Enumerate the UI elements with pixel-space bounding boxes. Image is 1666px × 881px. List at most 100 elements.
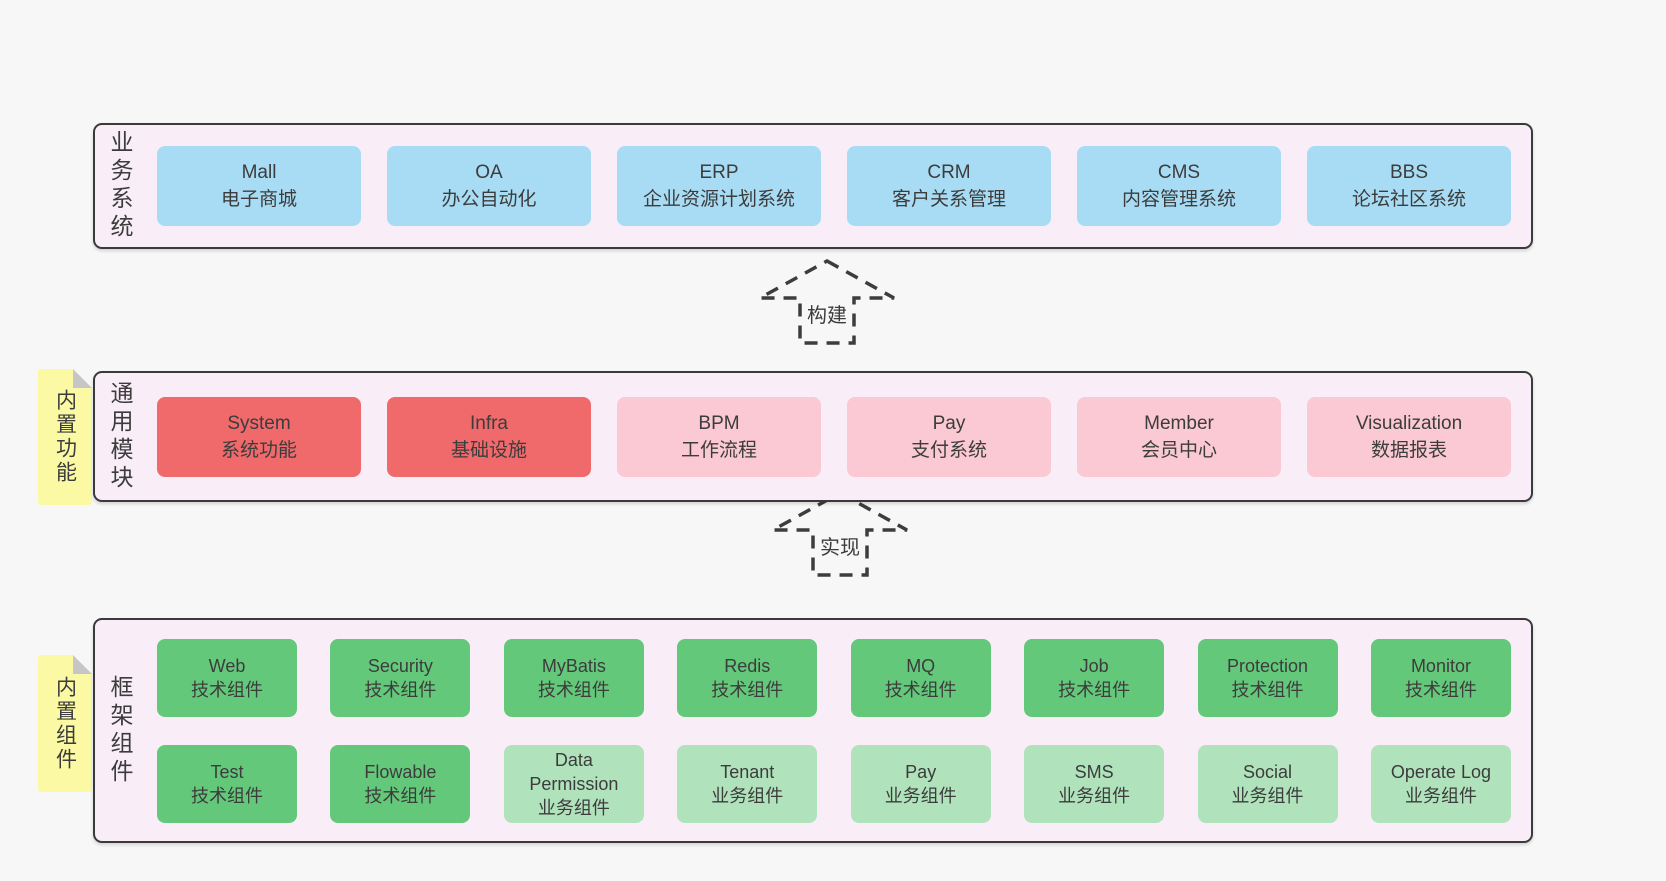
box-operate-log: Operate Log 业务组件 <box>1370 744 1511 823</box>
box-subtitle: 业务组件 <box>537 797 610 818</box>
box-oa: OA 办公自动化 <box>387 146 591 226</box>
box-title: Tenant <box>720 761 775 782</box>
box-title: Security <box>367 655 433 676</box>
box-data-permission: Data Permission 业务组件 <box>503 744 644 823</box>
box-redis: Redis 技术组件 <box>677 638 818 717</box>
box-subtitle: 论坛社区系统 <box>1351 189 1466 210</box>
box-flowable: Flowable 技术组件 <box>330 744 471 823</box>
box-subtitle: 办公自动化 <box>441 189 537 210</box>
box-monitor: Monitor 技术组件 <box>1370 638 1511 717</box>
box-title: Member <box>1144 412 1214 434</box>
box-title: Pay <box>905 761 937 782</box>
box-visualization: Visualization 数据报表 <box>1307 396 1511 477</box>
business-boxes-row: Mall 电子商城 OA 办公自动化 ERP 企业资源计划系统 CRM 客户关系… <box>131 146 1531 226</box>
box-subtitle: 企业资源计划系统 <box>642 189 795 210</box>
box-title: Protection <box>1227 655 1309 676</box>
box-title: System <box>227 412 291 434</box>
box-sms: SMS 业务组件 <box>1024 744 1165 823</box>
box-tenant: Tenant 业务组件 <box>677 744 818 823</box>
box-security: Security 技术组件 <box>330 638 471 717</box>
box-subtitle: 工作流程 <box>680 439 757 461</box>
box-crm: CRM 客户关系管理 <box>847 146 1051 226</box>
box-subtitle: 系统功能 <box>220 439 297 461</box>
box-subtitle: 技术组件 <box>191 785 263 806</box>
box-title: MQ <box>906 655 936 676</box>
box-web: Web 技术组件 <box>157 638 297 717</box>
box-subtitle: 业务组件 <box>1058 785 1131 806</box>
box-title: MyBatis <box>541 655 606 676</box>
box-subtitle: 客户关系管理 <box>891 189 1006 210</box>
section-framework-label: 框架组件 <box>107 674 133 787</box>
box-subtitle: 技术组件 <box>711 679 784 700</box>
section-modules-label: 通用模块 <box>107 380 133 493</box>
arrow-implement-label: 实现 <box>817 530 863 561</box>
box-title: CMS <box>1157 162 1201 183</box>
box-mall: Mall 电子商城 <box>157 146 361 226</box>
box-title: Data Permission <box>529 749 619 794</box>
box-pay: Pay 支付系统 <box>847 396 1051 477</box>
box-title: Flowable <box>364 761 437 782</box>
box-subtitle: 技术组件 <box>364 679 437 700</box>
box-subtitle: 技术组件 <box>1404 679 1477 700</box>
box-member: Member 会员中心 <box>1077 396 1281 477</box>
box-title: Redis <box>724 655 771 676</box>
modules-boxes-row: System 系统功能 Infra 基础设施 BPM 工作流程 Pay 支付系统… <box>131 396 1531 477</box>
arrow-build: 构建 <box>757 258 897 346</box>
box-subtitle: 技术组件 <box>1058 679 1131 700</box>
box-subtitle: 基础设施 <box>450 439 527 461</box>
box-subtitle: 业务组件 <box>1404 785 1477 806</box>
box-erp: ERP 企业资源计划系统 <box>617 146 821 226</box>
up-arrow-icon <box>772 491 908 577</box>
section-business-systems: 业务系统 Mall 电子商城 OA 办公自动化 ERP 企业资源计划系统 CRM… <box>93 123 1533 249</box>
box-subtitle: 内容管理系统 <box>1121 189 1236 210</box>
box-title: CRM <box>927 162 971 183</box>
box-subtitle: 技术组件 <box>191 679 263 700</box>
box-cms: CMS 内容管理系统 <box>1077 146 1281 226</box>
arrow-implement: 实现 <box>770 490 910 578</box>
box-title: Test <box>210 761 244 782</box>
box-title: Visualization <box>1355 412 1463 434</box>
box-title: Web <box>208 655 246 676</box>
box-infra: Infra 基础设施 <box>387 396 591 477</box>
arrow-build-label: 构建 <box>804 298 850 329</box>
box-subtitle: 会员中心 <box>1140 439 1217 461</box>
box-subtitle: 技术组件 <box>1231 679 1304 700</box>
box-title: BPM <box>698 412 740 434</box>
box-title: Operate Log <box>1390 761 1491 782</box>
sticky-note-label: 内置组件 <box>53 675 77 772</box>
box-pay-business: Pay 业务组件 <box>850 744 991 823</box>
box-social: Social 业务组件 <box>1197 744 1338 823</box>
box-subtitle: 技术组件 <box>884 679 957 700</box>
box-title: ERP <box>699 162 739 183</box>
sticky-note-builtin-components: 内置组件 <box>38 655 92 792</box>
box-mybatis: MyBatis 技术组件 <box>503 638 644 717</box>
box-bbs: BBS 论坛社区系统 <box>1307 146 1511 226</box>
box-subtitle: 业务组件 <box>1231 785 1304 806</box>
framework-boxes-row-2: Test 技术组件 Flowable 技术组件 Data Permission … <box>131 744 1531 823</box>
box-title: OA <box>475 162 503 183</box>
box-title: Social <box>1243 761 1293 782</box>
box-title: SMS <box>1074 761 1114 782</box>
section-business-label: 业务系统 <box>107 130 133 242</box>
section-common-modules: 通用模块 System 系统功能 Infra 基础设施 BPM 工作流程 Pay… <box>93 371 1533 502</box>
box-protection: Protection 技术组件 <box>1197 638 1338 717</box>
box-title: BBS <box>1389 162 1429 183</box>
box-title: Job <box>1079 655 1109 676</box>
box-job: Job 技术组件 <box>1024 638 1165 717</box>
box-subtitle: 业务组件 <box>884 785 957 806</box>
sticky-note-builtin-functions: 内置功能 <box>38 369 92 505</box>
box-title: Monitor <box>1410 655 1471 676</box>
box-bpm: BPM 工作流程 <box>617 396 821 477</box>
box-title: Pay <box>932 412 966 434</box>
box-test: Test 技术组件 <box>157 744 297 823</box>
box-subtitle: 电子商城 <box>220 189 297 210</box>
box-title: Infra <box>469 412 509 434</box>
up-arrow-icon <box>759 259 895 345</box>
framework-rows: Web 技术组件 Security 技术组件 MyBatis 技术组件 Redi… <box>131 638 1531 823</box>
box-title: Mall <box>241 162 277 183</box>
box-mq: MQ 技术组件 <box>850 638 991 717</box>
sticky-note-label: 内置功能 <box>53 389 77 485</box>
box-system: System 系统功能 <box>157 396 361 477</box>
box-subtitle: 数据报表 <box>1370 439 1447 461</box>
box-subtitle: 业务组件 <box>711 785 784 806</box>
